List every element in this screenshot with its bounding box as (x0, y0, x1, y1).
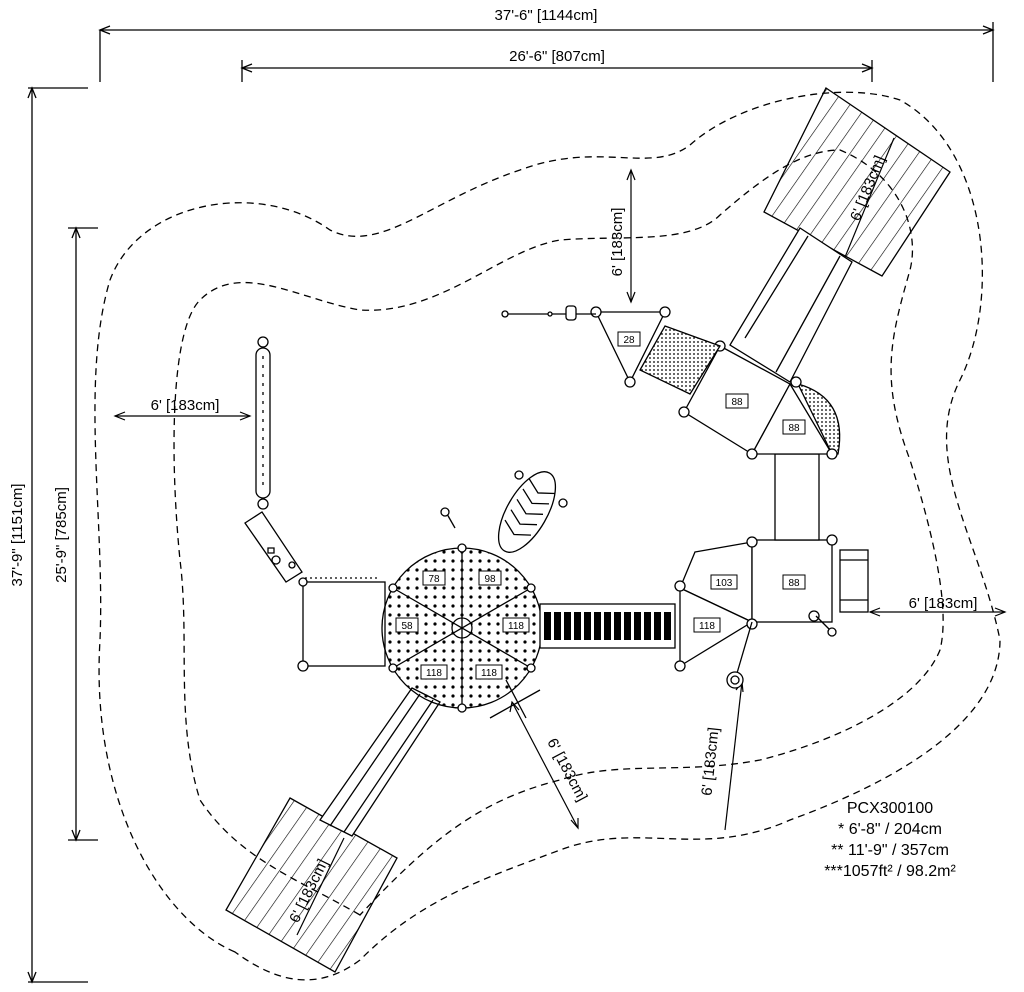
clearance-bottom-right-label: 6' [183cm] (698, 726, 722, 796)
overall-depth-label: 37'-9" [1151cm] (9, 484, 26, 587)
slide-top-right (729, 227, 853, 383)
dimension-structure-depth (68, 226, 98, 842)
turret-panel (796, 382, 841, 455)
clearance-top-right-line (842, 137, 895, 263)
clearance-bottom-center-line (511, 701, 579, 829)
slide-exit-zone-top-right (763, 87, 951, 277)
clearance-left-label: 6' [183cm] (151, 397, 220, 414)
area-note: ***1057ft² / 98.2m² (824, 863, 956, 880)
model-number: PCX300100 (846, 800, 934, 817)
overall-height-note: ** 11'-9" / 357cm (831, 842, 949, 859)
deck-label-118-bottom-right: 118 (481, 668, 497, 679)
deck-label-118-bottom-left: 118 (426, 668, 442, 679)
structure-width-label: 26'-6" [807cm] (509, 48, 605, 65)
deck-label-88-right: 88 (788, 578, 800, 589)
deck-label-118-center: 118 (508, 621, 524, 632)
zigzag-climber (497, 471, 557, 553)
use-zone-inner-boundary (173, 149, 944, 916)
platform-height-note: * 6'-8" / 204cm (838, 821, 942, 838)
deck-label-98: 98 (484, 574, 496, 585)
deck-88-corner (750, 382, 834, 455)
slide-exit-zone-bottom-left (225, 797, 398, 973)
dimension-overall-width (98, 22, 995, 82)
clearance-bottom-right-line (724, 681, 743, 831)
clearance-right-label: 6' [183cm] (909, 595, 978, 612)
deck-label-28: 28 (623, 335, 635, 346)
product-notes: PCX300100 * 6'-8" / 204cm ** 11'-9" / 35… (790, 798, 990, 882)
deck-label-88-top: 88 (731, 397, 743, 408)
clearance-top-label: 6' [183cm] (609, 208, 626, 277)
dimension-overall-depth (27, 86, 88, 984)
deck-label-118-right: 118 (699, 621, 715, 632)
overall-width-label: 37'-6" [1144cm] (495, 7, 598, 24)
deck-label-58: 58 (401, 621, 413, 632)
dimension-structure-width (240, 60, 874, 82)
deck-28 (594, 311, 667, 384)
deck-left-entry (302, 581, 386, 667)
activity-panel-left (244, 511, 303, 583)
clearance-bottom-center-label: 6' [183cm] (543, 736, 590, 805)
deck-label-78: 78 (428, 574, 440, 585)
entry-step-right (839, 549, 869, 613)
steps-perforated (639, 325, 721, 395)
deck-number-labels: 28 88 88 103 88 118 78 98 58 118 118 118 (395, 331, 806, 680)
deck-label-88-corner: 88 (788, 423, 800, 434)
clearance-bottom-left-line (296, 837, 345, 936)
structure-depth-label: 25'-9" [785cm] (53, 487, 70, 583)
deck-label-103: 103 (716, 578, 733, 589)
bridge-vertical (774, 453, 820, 541)
overhead-ladder (255, 347, 271, 499)
use-zone-outer-boundary (94, 91, 1001, 981)
